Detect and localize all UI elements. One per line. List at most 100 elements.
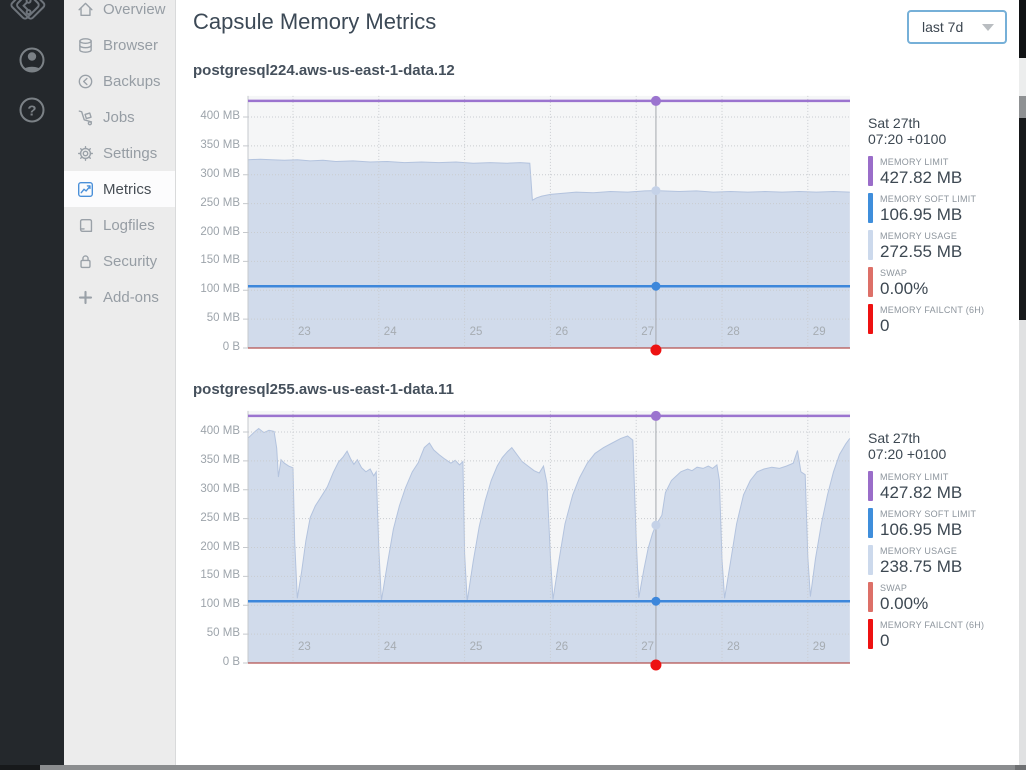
y-axis-tick-label: 300 MB xyxy=(200,167,240,180)
y-axis-tick-label: 0 B xyxy=(222,341,240,352)
hand-truck-icon xyxy=(78,109,93,125)
legend-value: 0 xyxy=(880,631,890,650)
background-window-sliver xyxy=(1019,0,1026,770)
legend-color-chip xyxy=(868,471,873,501)
memory-chart-capsule-12: Sat 27th 07:20 +0100 MEMORY LIMIT 427.82… xyxy=(176,88,1019,360)
memory-chart-plot[interactable] xyxy=(176,88,1019,360)
x-axis-tick-label: 23 xyxy=(298,326,311,338)
left-rail: ? xyxy=(0,0,64,770)
legend-color-chip xyxy=(868,582,873,612)
sidebar-item-logfiles[interactable]: Logfiles xyxy=(64,207,175,243)
metrics-chart-icon xyxy=(78,181,93,197)
sidebar-item-label: Add-ons xyxy=(103,288,159,306)
database-icon xyxy=(79,37,92,53)
y-axis-tick-label: 150 MB xyxy=(200,569,240,582)
legend-entry-memory-soft-limit: MEMORY SOFT LIMIT 106.95 MB xyxy=(868,193,1019,224)
legend-color-chip xyxy=(868,193,873,223)
sidebar-item-label: Metrics xyxy=(103,180,152,198)
plus-icon xyxy=(78,290,93,304)
legend-entry-swap: SWAP 0.00% xyxy=(868,267,1019,298)
legend-entry-memory-limit: MEMORY LIMIT 427.82 MB xyxy=(868,471,1019,502)
legend-label: MEMORY LIMIT xyxy=(880,472,949,482)
x-axis-tick-label: 24 xyxy=(383,326,397,338)
sidebar-item-metrics[interactable]: Metrics xyxy=(64,171,175,207)
legend-value: 0.00% xyxy=(880,594,929,613)
y-axis-tick-label: 0 B xyxy=(222,656,240,667)
y-axis-tick-label: 400 MB xyxy=(200,110,240,122)
tooltip-time: 07:20 +0100 xyxy=(868,131,947,147)
memory-chart-capsule-11: Sat 27th 07:20 +0100 MEMORY LIMIT 427.82… xyxy=(176,403,1019,675)
window-bottom-edge xyxy=(0,765,1026,770)
legend-value: 0 xyxy=(880,316,890,335)
chevron-down-icon xyxy=(982,23,994,31)
x-axis-tick-label: 25 xyxy=(469,641,483,653)
legend-value: 0.00% xyxy=(880,279,929,298)
legend-entry-memory-failcnt: MEMORY FAILCNT (6H) 0 xyxy=(868,304,1019,335)
y-axis-tick-label: 350 MB xyxy=(200,453,240,466)
legend-label: SWAP xyxy=(880,268,908,278)
padlock-icon xyxy=(80,254,91,268)
legend-value: 106.95 MB xyxy=(880,205,963,224)
legend-color-chip xyxy=(868,267,873,297)
sidebar-item-label: Browser xyxy=(103,36,159,54)
legend-label: MEMORY SOFT LIMIT xyxy=(880,509,977,519)
tooltip-date: Sat 27th xyxy=(868,115,921,131)
y-axis-tick-label: 150 MB xyxy=(200,254,240,267)
sidebar-item-settings[interactable]: Settings xyxy=(64,135,175,171)
svg-text:?: ? xyxy=(27,103,36,120)
sidebar-item-label: Security xyxy=(103,252,158,270)
legend-entry-memory-soft-limit: MEMORY SOFT LIMIT 106.95 MB xyxy=(868,508,1019,539)
y-axis-tick-label: 200 MB xyxy=(200,225,240,238)
y-axis-tick-label: 250 MB xyxy=(200,511,240,524)
legend-entry-swap: SWAP 0.00% xyxy=(868,582,1019,613)
sidebar-item-label: Settings xyxy=(103,144,158,162)
y-axis-tick-label: 300 MB xyxy=(200,482,240,495)
y-axis-tick-label: 400 MB xyxy=(200,425,240,437)
x-axis-tick-label: 29 xyxy=(812,326,826,338)
help-icon[interactable]: ? xyxy=(14,92,50,128)
tooltip-date: Sat 27th xyxy=(868,430,921,446)
restore-clock-icon xyxy=(78,74,93,88)
y-axis-tick-label: 50 MB xyxy=(206,627,240,640)
x-axis-tick-label: 23 xyxy=(298,641,311,653)
sidebar: Overview Browser Backups xyxy=(64,0,176,770)
sidebar-item-label: Overview xyxy=(103,0,166,18)
legend-label: MEMORY USAGE xyxy=(880,546,958,556)
chart-title: postgresql224.aws-us-east-1-data.12 xyxy=(193,62,455,79)
legend-color-chip xyxy=(868,508,873,538)
x-axis-tick-label: 28 xyxy=(727,641,740,653)
legend-color-chip xyxy=(868,545,873,575)
page-title: Capsule Memory Metrics xyxy=(193,9,437,34)
account-avatar-icon[interactable] xyxy=(14,42,50,78)
x-axis-tick-label: 26 xyxy=(555,641,569,653)
x-axis-tick-label: 27 xyxy=(641,326,654,338)
legend-entry-memory-usage: MEMORY USAGE 272.55 MB xyxy=(868,230,1019,261)
legend-color-chip xyxy=(868,619,873,649)
legend-label: MEMORY FAILCNT (6H) xyxy=(880,620,985,630)
sidebar-item-security[interactable]: Security xyxy=(64,243,175,279)
chart-legend: Sat 27th 07:20 +0100 MEMORY LIMIT 427.82… xyxy=(868,430,1019,656)
y-axis-tick-label: 100 MB xyxy=(200,283,240,296)
sidebar-item-jobs[interactable]: Jobs xyxy=(64,99,175,135)
gear-icon xyxy=(78,145,93,161)
legend-color-chip xyxy=(868,304,873,334)
y-axis-tick-label: 100 MB xyxy=(200,598,240,611)
main-content: Capsule Memory Metrics last 7d postgresq… xyxy=(176,0,1019,770)
sidebar-item-overview[interactable]: Overview xyxy=(64,0,175,27)
legend-value: 427.82 MB xyxy=(880,168,963,187)
x-axis-tick-label: 26 xyxy=(555,326,569,338)
legend-label: MEMORY SOFT LIMIT xyxy=(880,194,977,204)
legend-entry-memory-failcnt: MEMORY FAILCNT (6H) 0 xyxy=(868,619,1019,650)
memory-chart-plot[interactable] xyxy=(176,403,1019,675)
y-axis-tick-label: 200 MB xyxy=(200,540,240,553)
sidebar-item-browser[interactable]: Browser xyxy=(64,27,175,63)
sidebar-item-addons[interactable]: Add-ons xyxy=(64,279,175,315)
time-range-select[interactable]: last 7d xyxy=(907,10,1007,44)
sidebar-item-label: Jobs xyxy=(103,108,135,126)
home-icon xyxy=(78,2,93,16)
sidebar-item-label: Backups xyxy=(103,72,161,90)
sidebar-item-label: Logfiles xyxy=(103,216,155,234)
x-axis-tick-label: 25 xyxy=(469,326,483,338)
sidebar-item-backups[interactable]: Backups xyxy=(64,63,175,99)
